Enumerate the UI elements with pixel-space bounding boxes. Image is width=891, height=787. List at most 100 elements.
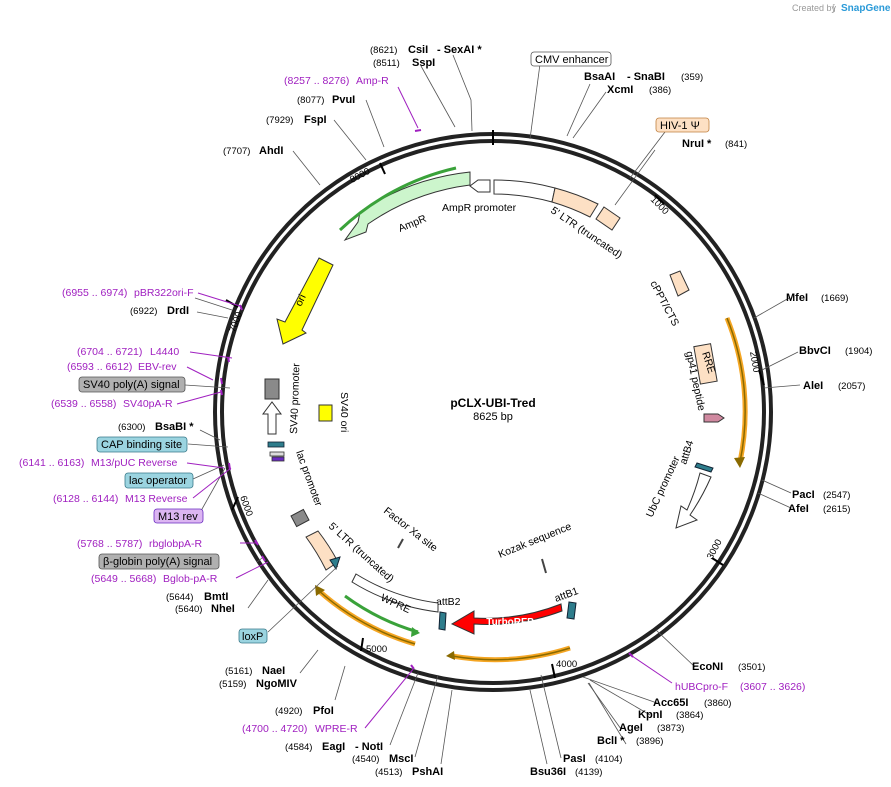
ampR-primer-label[interactable]: Amp-R [356, 75, 389, 87]
rbglob-label[interactable]: rbglobpA-R [149, 538, 203, 550]
primer-ticks [220, 129, 634, 670]
csiI-label[interactable]: CsiI [408, 44, 428, 56]
pasI-label[interactable]: PasI [563, 753, 586, 765]
pacI-label[interactable]: PacI [792, 489, 815, 501]
m13puc-label[interactable]: M13/pUC Reverse [91, 457, 178, 469]
m13rev-box[interactable] [153, 508, 204, 524]
attb2-feature[interactable] [438, 611, 447, 631]
attb1-label: attB1 [553, 585, 580, 605]
fspI-label[interactable]: FspI [304, 114, 327, 126]
m13rev-label[interactable]: M13 Reverse [125, 493, 188, 505]
hiv-psi-feature[interactable] [595, 206, 621, 231]
l4440-label[interactable]: L4440 [150, 346, 179, 358]
mscI-pos: (4540) [352, 754, 379, 765]
bsu36I-label[interactable]: Bsu36I [530, 766, 566, 778]
ubc-promoter-feature[interactable] [675, 472, 712, 529]
wpreR-label[interactable]: WPRE-R [315, 723, 358, 735]
fspI-pos: (7929) [266, 115, 293, 126]
bsaBI-label[interactable]: BsaBI * [155, 421, 194, 433]
ampr-primer-green-arc [338, 166, 457, 232]
ampr-feature[interactable] [343, 171, 471, 242]
lacop-box[interactable] [124, 472, 194, 489]
kozak-feature[interactable] [541, 558, 547, 574]
sspI-label[interactable]: SspI [412, 57, 435, 69]
nheI-label[interactable]: NheI [211, 603, 235, 615]
cppt-feature[interactable] [669, 270, 690, 297]
mscI-label[interactable]: MscI [389, 753, 413, 765]
loxp-box[interactable] [238, 628, 268, 644]
hubc-pos: (3607 .. 3626) [740, 681, 805, 693]
tick-label-5000: 5000 [366, 644, 387, 655]
eagI-pos: (4584) [285, 742, 312, 753]
ageI-label[interactable]: AgeI [619, 722, 643, 734]
ngoMIV-label[interactable]: NgoMIV [256, 678, 298, 690]
bsaAI-pos: (359) [681, 72, 703, 83]
nruI-pos: (841) [725, 139, 747, 150]
bglobpA-label[interactable]: Bglob-pA-R [163, 573, 218, 585]
rre-feature[interactable]: RRE [693, 343, 718, 385]
hiv-psi-box[interactable] [655, 117, 710, 133]
pbr322-label[interactable]: pBR322ori-F [134, 287, 194, 299]
bclI-pos: (3896) [636, 736, 663, 747]
sv40-polya-box[interactable] [78, 376, 186, 393]
aleI-label[interactable]: AleI [803, 380, 823, 392]
sv40-promoter-feature[interactable] [262, 401, 282, 435]
tick-label-7000: 7000 [227, 310, 245, 334]
sv40-ori-feature[interactable] [318, 404, 333, 422]
sexai-label[interactable]: - SexAI * [437, 44, 482, 56]
lac-promoter-feature[interactable] [290, 508, 310, 528]
pvuI-label[interactable]: PvuI [332, 94, 355, 106]
drdI-label[interactable]: DrdI [167, 305, 189, 317]
bsaAI-label[interactable]: BsaAI [584, 71, 615, 83]
factorxa-label: Factor Xa site [381, 505, 440, 554]
cmv-box[interactable] [530, 51, 612, 67]
bbvCI-label[interactable]: BbvCI [799, 345, 831, 357]
ltr5-top-feature[interactable] [493, 179, 599, 218]
xcmI-label[interactable]: XcmI [607, 84, 633, 96]
ebv-label[interactable]: EBV-rev [138, 361, 177, 373]
sv40pA-label[interactable]: SV40pA-R [123, 398, 173, 410]
pshAI-label[interactable]: PshAI [412, 766, 443, 778]
turborfp-feature[interactable]: TurboRFP [450, 603, 563, 635]
kpnI-label[interactable]: KpnI [638, 709, 662, 721]
pbr322-pos: (6955 .. 6974) [62, 287, 127, 299]
wpre-feature[interactable] [351, 573, 439, 613]
acc65I-label[interactable]: Acc65I [653, 697, 688, 709]
bglobin-label: β-globin poly(A) signal [103, 556, 212, 568]
notI-label[interactable]: - NotI [355, 741, 383, 753]
orange-arc-right-head [734, 457, 745, 468]
attb1-feature[interactable] [566, 601, 577, 620]
ori-feature[interactable]: ori [276, 257, 334, 345]
pasI-pos: (4104) [595, 754, 622, 765]
pfoI-label[interactable]: PfoI [313, 705, 334, 717]
bglobin-box[interactable] [98, 553, 220, 570]
ahdI-label[interactable]: AhdI [259, 145, 283, 157]
m13rev-box-label: M13 rev [158, 511, 198, 523]
attb4-feature[interactable] [694, 462, 714, 473]
bsu36I-pos: (4139) [575, 767, 602, 778]
drdI-pos: (6922) [130, 306, 157, 317]
orange-arc-right-line [726, 317, 746, 463]
bclI-label[interactable]: BclI * [597, 735, 625, 747]
sv40-polya-feature[interactable] [264, 378, 280, 400]
hubc-label[interactable]: hUBCpro-F [675, 681, 728, 693]
orange-arc-right [724, 317, 748, 463]
ecoNI-label[interactable]: EcoNI [692, 661, 723, 673]
cap-box[interactable] [96, 436, 188, 453]
snabi-label[interactable]: - SnaBI [627, 71, 665, 83]
gp41-feature[interactable] [703, 413, 725, 423]
eagI-label[interactable]: EagI [322, 741, 345, 753]
ampr-promoter-feature[interactable] [469, 179, 491, 193]
bmtI-pos: (5644) [166, 592, 193, 603]
bglobpA-pos: (5649 .. 5668) [91, 573, 156, 585]
created-by-text: Created by [792, 3, 837, 13]
sv40-promoter-label: SV40 promoter [288, 363, 302, 434]
bmtI-label[interactable]: BmtI [204, 591, 228, 603]
plasmid-size: 8625 bp [473, 411, 513, 423]
factorxa-feature[interactable] [397, 538, 404, 549]
pfoI-pos: (4920) [275, 706, 302, 717]
afeI-label[interactable]: AfeI [788, 503, 809, 515]
naeI-label[interactable]: NaeI [262, 665, 285, 677]
mfeI-label[interactable]: MfeI [786, 292, 808, 304]
nruI-label[interactable]: NruI * [682, 138, 712, 150]
